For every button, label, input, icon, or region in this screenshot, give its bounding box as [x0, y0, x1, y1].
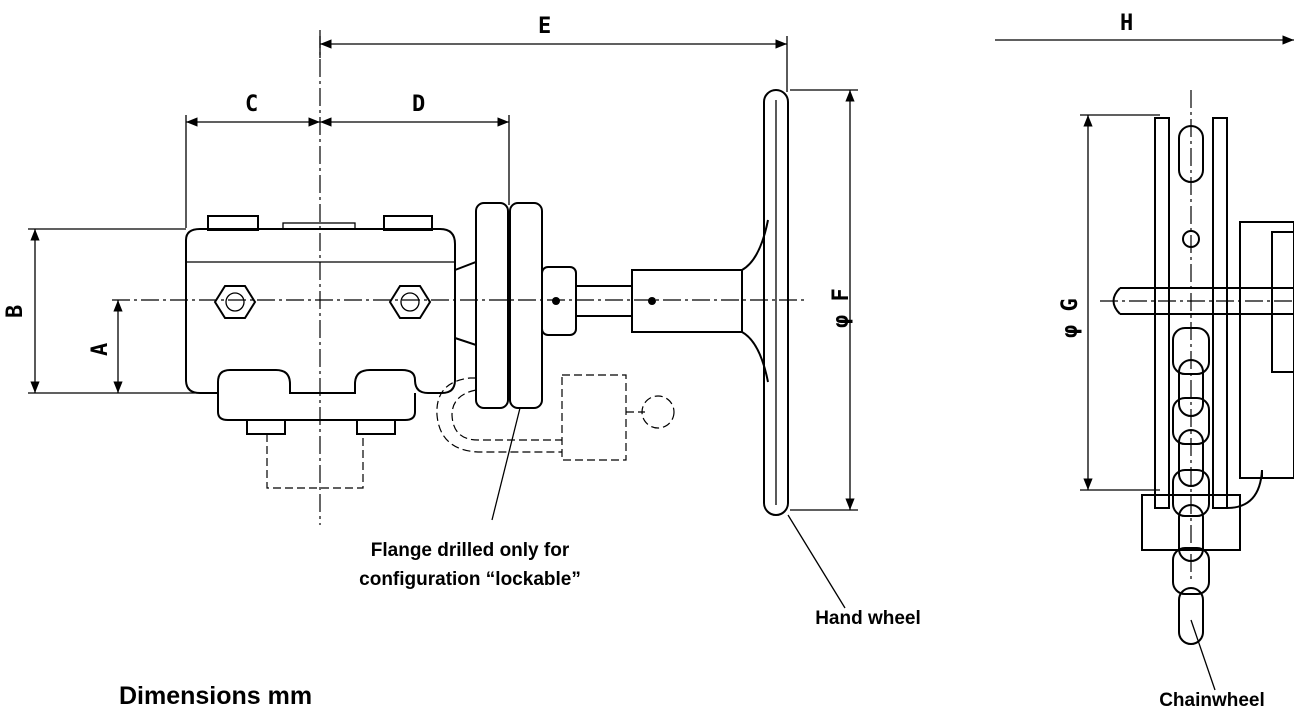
left-view-dimensions	[28, 36, 858, 511]
callout-leaders	[491, 407, 1216, 691]
dim-label-g: φ G	[1058, 298, 1083, 338]
right-view-dimensions	[995, 35, 1294, 491]
flange-callout-line1: Flange drilled only for	[371, 540, 570, 561]
dim-label-c: C	[245, 92, 258, 117]
dim-label-h: H	[1120, 11, 1133, 36]
dim-label-a: A	[88, 343, 113, 356]
chainwheel-callout: Chainwheel	[1159, 690, 1265, 711]
dim-label-b: B	[3, 305, 28, 318]
chainwheel-side-view	[1100, 90, 1294, 645]
hand-wheel-callout: Hand wheel	[815, 608, 921, 629]
dim-label-d: D	[412, 92, 425, 117]
dimensions-heading: Dimensions mm	[119, 682, 312, 710]
flange-callout-line2: configuration “lockable”	[359, 569, 581, 590]
gearbox-side-view	[112, 30, 805, 525]
dim-label-f: φ F	[829, 288, 854, 328]
dim-label-e: E	[538, 14, 551, 39]
